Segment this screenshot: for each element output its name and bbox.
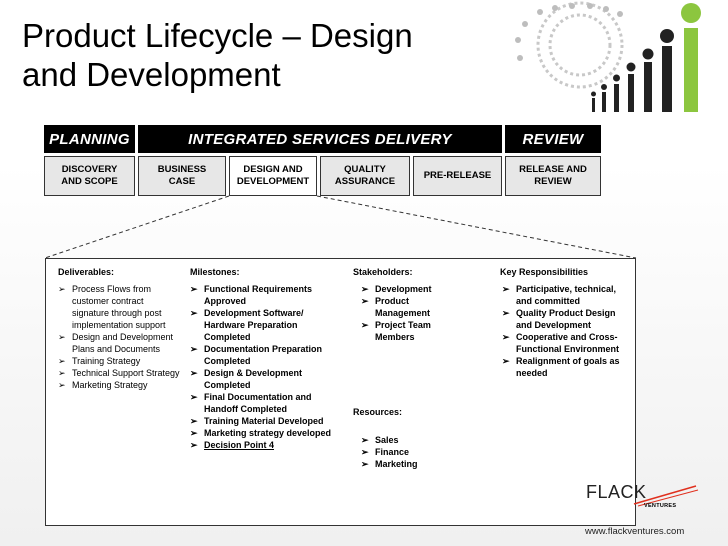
phase-design-and-development[interactable]: DESIGN AND DEVELOPMENT: [229, 156, 317, 196]
list-item: Project Team Members: [361, 319, 463, 343]
header-integrated-services: INTEGRATED SERVICES DELIVERY: [138, 125, 502, 153]
milestones-list: Functional Requirements Approved Develop…: [190, 283, 346, 451]
list-item: Marketing Strategy: [58, 379, 183, 391]
phase-label: DESIGN AND DEVELOPMENT: [236, 164, 310, 187]
resources-column: Resources: Sales Finance Marketing: [353, 406, 463, 470]
logo-word: FLACK: [586, 482, 647, 502]
header-integrated-label: INTEGRATED SERVICES DELIVERY: [188, 130, 452, 148]
stakeholders-list: Development Product Management Project T…: [353, 283, 463, 343]
phase-label: RELEASE AND REVIEW: [519, 164, 587, 187]
header-review: REVIEW: [505, 125, 601, 153]
header-planning-label: PLANNING: [49, 130, 130, 148]
list-item: Participative, technical, and committed: [502, 283, 622, 307]
header-review-label: REVIEW: [522, 130, 584, 148]
milestones-heading: Milestones:: [190, 267, 240, 277]
phase-pre-release[interactable]: PRE-RELEASE: [413, 156, 502, 196]
phase-label: QUALITY ASSURANCE: [334, 164, 396, 187]
list-item: Training Strategy: [58, 355, 183, 367]
phase-business-case[interactable]: BUSINESS CASE: [138, 156, 226, 196]
list-item: Final Documentation and Handoff Complete…: [190, 391, 346, 415]
key-responsibilities-column: Key Responsibilities Participative, tech…: [500, 266, 630, 379]
stakeholders-heading: Stakeholders:: [353, 267, 413, 277]
list-item: Training Material Developed: [190, 415, 346, 427]
people-growth-graphic: [515, 1, 701, 112]
list-item: Development: [361, 283, 463, 295]
list-item: Realignment of goals as needed: [502, 355, 622, 379]
list-item: Documentation Preparation Completed: [190, 343, 346, 367]
phase-discovery-and-scope[interactable]: DISCOVERY AND SCOPE: [44, 156, 135, 196]
logo-swoosh-icon: [633, 485, 699, 507]
resources-list: Sales Finance Marketing: [353, 434, 463, 470]
stakeholders-column: Stakeholders: Development Product Manage…: [353, 266, 463, 343]
list-item: Marketing strategy developed: [190, 427, 346, 439]
list-item: Development Software/ Hardware Preparati…: [190, 307, 346, 343]
list-item: Marketing: [361, 458, 463, 470]
decision-point-link[interactable]: Decision Point 4: [190, 439, 346, 451]
flack-ventures-logo: FLACK VENTURES: [582, 482, 700, 514]
list-item: Technical Support Strategy: [58, 367, 183, 379]
list-item: Process Flows from customer contract sig…: [58, 283, 183, 331]
list-item: Finance: [361, 446, 463, 458]
resources-heading: Resources:: [353, 407, 403, 417]
deliverables-list: Process Flows from customer contract sig…: [58, 283, 183, 391]
phase-quality-assurance[interactable]: QUALITY ASSURANCE: [320, 156, 410, 196]
phase-label: DISCOVERY AND SCOPE: [61, 164, 118, 187]
responsibilities-heading: Key Responsibilities: [500, 267, 589, 277]
milestones-column: Milestones: Functional Requirements Appr…: [190, 266, 346, 451]
list-item: Design & Development Completed: [190, 367, 346, 391]
list-item: Quality Product Design and Development: [502, 307, 622, 331]
list-item: Product Management: [361, 295, 463, 319]
phase-label: BUSINESS CASE: [157, 164, 207, 187]
slide-title: Product Lifecycle – Design and Developme…: [22, 16, 482, 94]
responsibilities-list: Participative, technical, and committed …: [502, 283, 622, 379]
logo-subtitle: VENTURES: [644, 503, 677, 509]
website-url[interactable]: www.flackventures.com: [585, 526, 685, 537]
list-item: Cooperative and Cross-Functional Environ…: [502, 331, 622, 355]
phase-release-and-review[interactable]: RELEASE AND REVIEW: [505, 156, 601, 196]
title-line-2: and Development: [22, 56, 281, 93]
deliverables-column: Deliverables: Process Flows from custome…: [58, 266, 183, 391]
deliverables-heading: Deliverables:: [58, 267, 115, 277]
header-planning: PLANNING: [44, 125, 135, 153]
list-item: Functional Requirements Approved: [190, 283, 346, 307]
phase-label: PRE-RELEASE: [423, 170, 492, 181]
title-line-1: Product Lifecycle – Design: [22, 17, 413, 54]
list-item: Sales: [361, 434, 463, 446]
list-item: Design and Development Plans and Documen…: [58, 331, 183, 355]
